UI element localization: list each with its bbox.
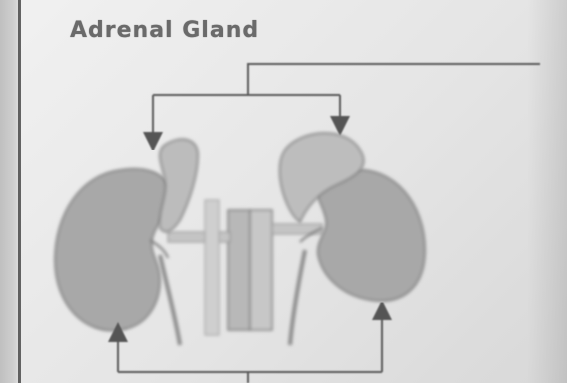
ureter-left bbox=[160, 255, 180, 345]
top-leader-lines bbox=[153, 64, 540, 142]
renal-vessel-left bbox=[168, 232, 230, 242]
ureter-right bbox=[290, 250, 305, 345]
top-pointer-line bbox=[248, 64, 540, 95]
right-kidney-body bbox=[316, 170, 425, 301]
great-vessels bbox=[160, 200, 322, 345]
aorta bbox=[228, 210, 250, 330]
vena-cava bbox=[250, 210, 272, 330]
left-kidney bbox=[55, 169, 171, 331]
spinal-column bbox=[205, 200, 219, 335]
left-kidney-body bbox=[55, 169, 171, 331]
left-adrenal-gland bbox=[160, 139, 198, 231]
